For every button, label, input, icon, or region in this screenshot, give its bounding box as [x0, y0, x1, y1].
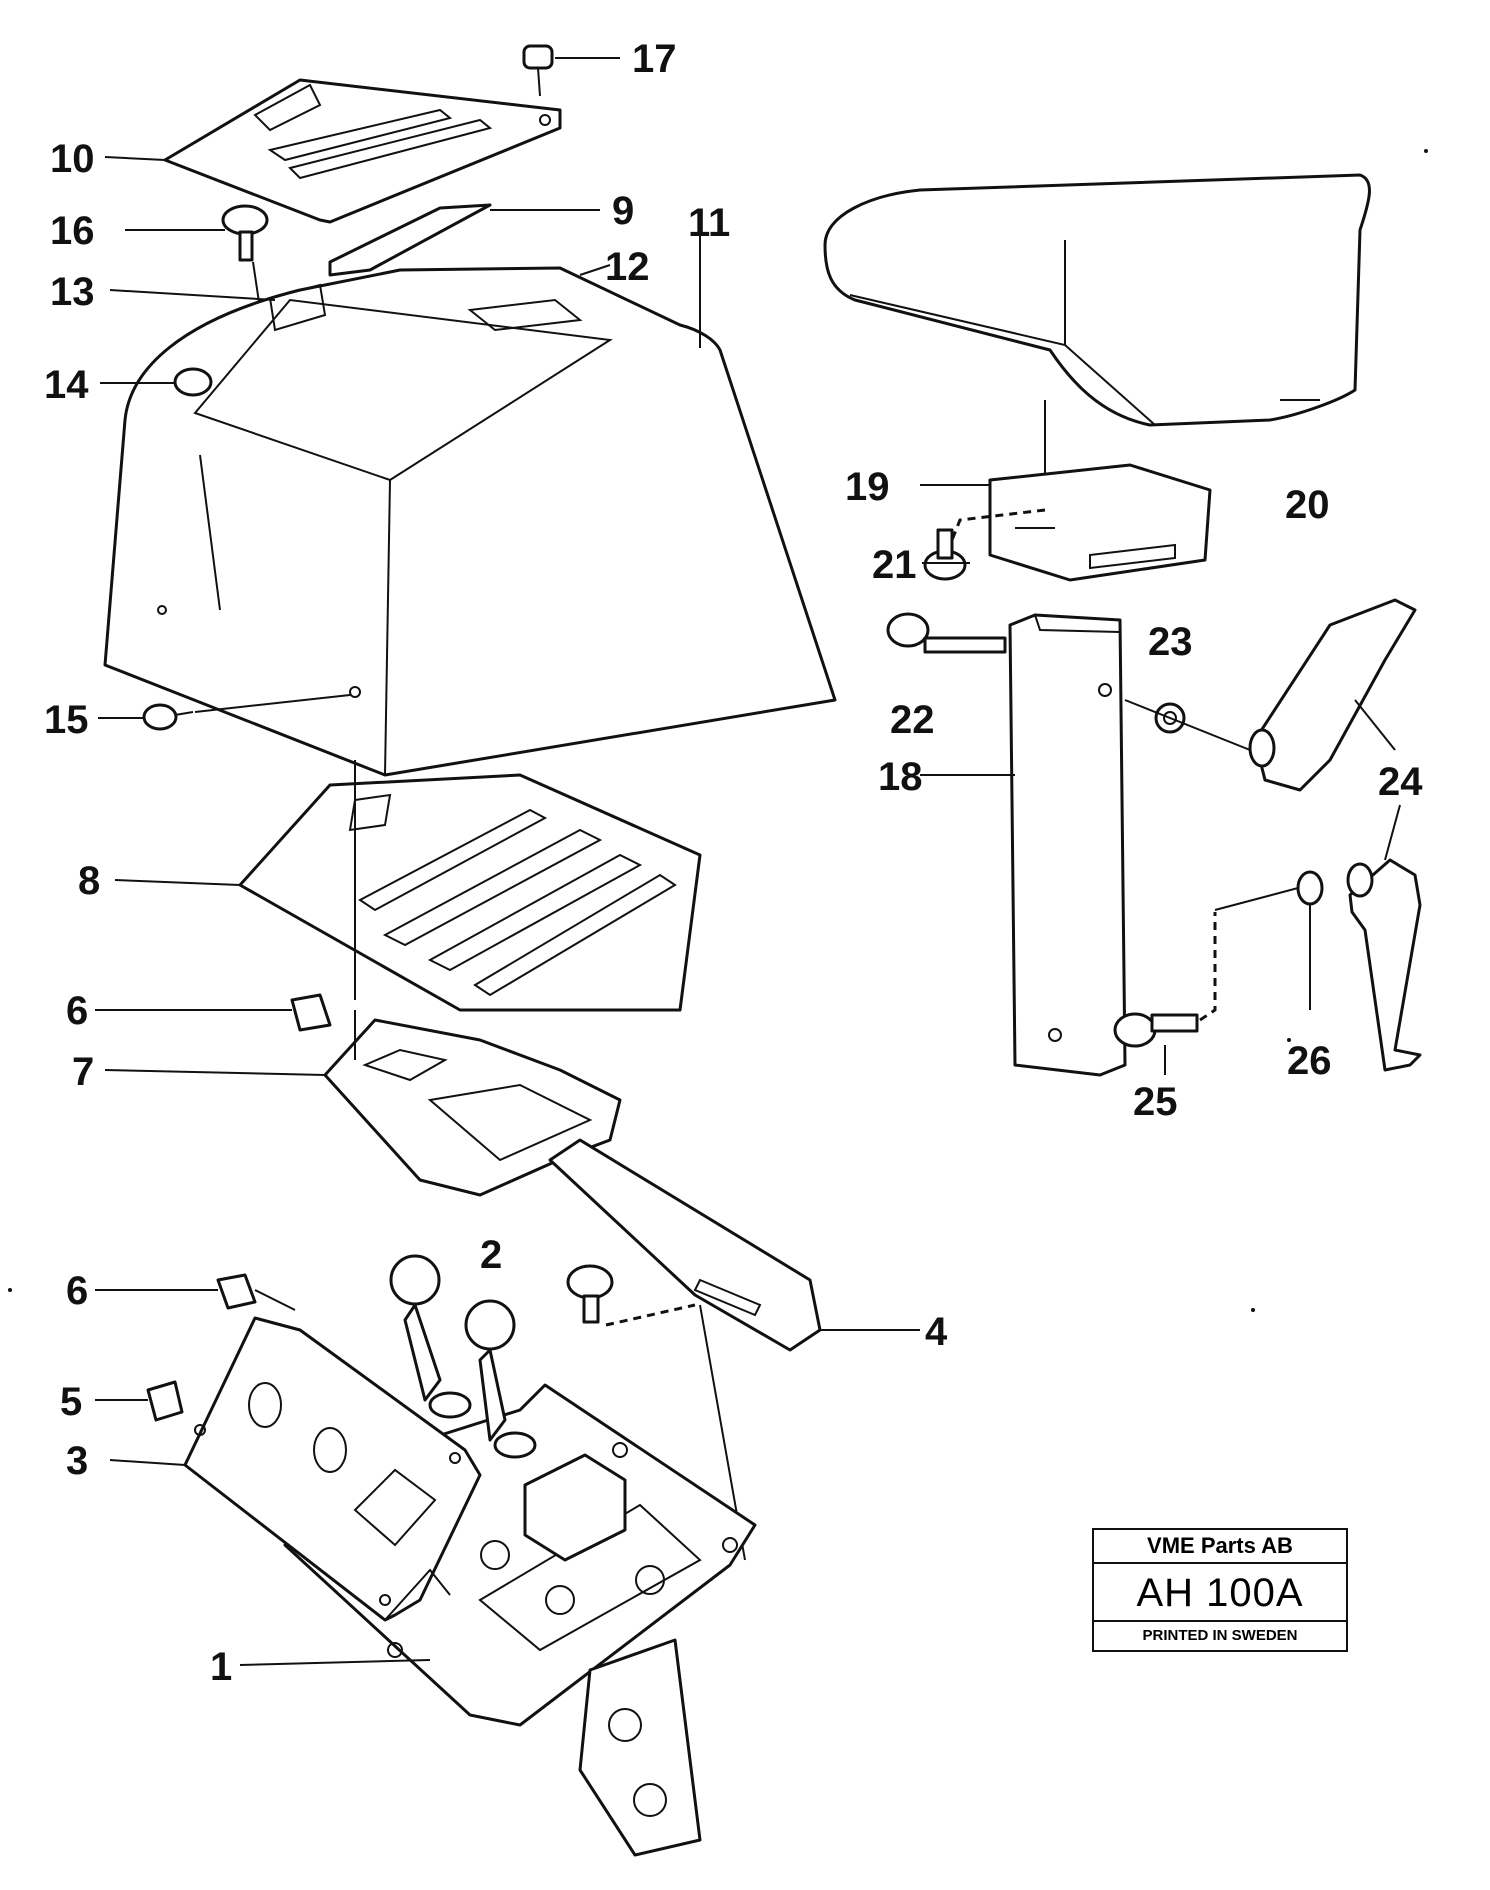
- callout-23: 23: [1148, 620, 1193, 664]
- callout-5: 5: [60, 1380, 82, 1424]
- title-block-drawing-code: AH 100A: [1094, 1564, 1346, 1622]
- part-9-strip: [328, 203, 600, 277]
- part-18-square-tube: [920, 613, 1127, 1077]
- part-24-clamp-lever-lower: [1346, 804, 1422, 1072]
- callout-2: 2: [480, 1233, 502, 1277]
- part-24-clamp-lever-upper: [1248, 598, 1417, 792]
- callout-9: 9: [612, 189, 634, 233]
- part-22-bolt: [886, 612, 1007, 654]
- callout-7: 7: [72, 1050, 94, 1094]
- part-26-washer: [1214, 870, 1324, 1010]
- callout-13: 13: [50, 270, 95, 314]
- callout-24: 24: [1378, 760, 1423, 804]
- callout-22: 22: [890, 698, 935, 742]
- part-4-bracket: [548, 1138, 920, 1352]
- callout-8: 8: [78, 859, 100, 903]
- callout-19: 19: [845, 465, 890, 509]
- callout-26: 26: [1287, 1039, 1332, 1083]
- part-5-clip: [95, 1380, 184, 1422]
- callout-18: 18: [878, 755, 923, 799]
- part-19-u-bracket: [920, 463, 1212, 582]
- part-3-cover-bracket: [183, 1316, 482, 1622]
- part-6-nut-lower: [95, 1273, 296, 1311]
- part-20-armrest-cushion: [823, 173, 1371, 490]
- callout-leaders: [98, 156, 970, 1466]
- callout-1: 1: [210, 1645, 232, 1689]
- title-block: VME Parts AB AH 100A PRINTED IN SWEDEN: [1092, 1528, 1348, 1652]
- callout-6-lower: 6: [66, 1269, 88, 1313]
- part-15-screw: [142, 694, 351, 731]
- part-17-screw: [522, 44, 620, 97]
- callout-3: 3: [66, 1439, 88, 1483]
- part-8-grille-plate: [238, 760, 702, 1012]
- part-21-screw: [923, 528, 967, 581]
- callout-16: 16: [50, 209, 95, 253]
- callout-10: 10: [50, 137, 95, 181]
- scan-specks: [8, 149, 1428, 1312]
- callout-12: 12: [605, 245, 650, 289]
- title-block-company: VME Parts AB: [1094, 1530, 1346, 1564]
- callout-11: 11: [688, 201, 730, 245]
- part-11-housing: [103, 266, 837, 777]
- title-block-printed: PRINTED IN SWEDEN: [1142, 1627, 1298, 1644]
- callout-4: 4: [925, 1310, 948, 1354]
- callout-labels: 1 2 3 4 5 6 6 7 8 9 10 11 12 13 14 15 16…: [44, 37, 1423, 1689]
- part-7-gate-plate: [323, 1010, 622, 1197]
- part-23-washer: [1124, 699, 1256, 753]
- callout-15: 15: [44, 698, 89, 742]
- callout-17: 17: [632, 37, 677, 81]
- part-10-top-plate: [163, 78, 562, 224]
- callout-20: 20: [1285, 483, 1330, 527]
- callout-25: 25: [1133, 1080, 1178, 1124]
- callout-14: 14: [44, 363, 89, 407]
- callout-6-upper: 6: [66, 989, 88, 1033]
- part-6-nut-upper: [95, 993, 332, 1032]
- part-25-bolt: [1113, 912, 1217, 1075]
- callout-21: 21: [872, 543, 917, 587]
